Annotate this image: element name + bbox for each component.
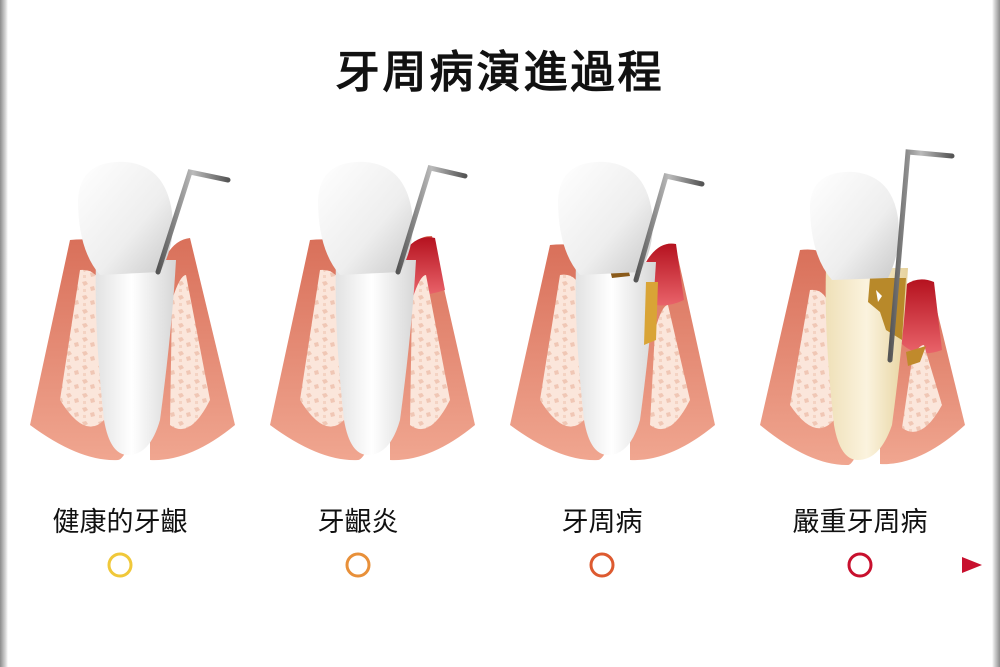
progression-timeline — [18, 552, 982, 578]
left-border — [0, 0, 8, 667]
tooth-severe-periodontitis — [760, 149, 965, 466]
timeline-marker-healthy — [107, 552, 133, 578]
tooth-gingivitis — [270, 161, 475, 461]
stage-label-severe: 嚴重牙周病 — [792, 507, 928, 538]
tooth-periodontitis — [510, 161, 715, 461]
timeline-marker-severe — [847, 552, 873, 578]
stage-label-healthy: 健康的牙齦 — [52, 507, 188, 538]
timeline-marker-gingivitis — [345, 552, 371, 578]
tooth-healthy — [30, 161, 235, 461]
timeline-arrowhead — [962, 557, 982, 573]
page-title: 牙周病演進過程 — [335, 47, 665, 98]
stage-label-gingivitis: 牙齦炎 — [317, 507, 399, 538]
timeline-marker-periodontitis — [589, 552, 615, 578]
stage-label-periodontitis: 牙周病 — [561, 507, 643, 538]
tooth-illustrations — [30, 149, 965, 466]
right-border — [992, 0, 1000, 667]
